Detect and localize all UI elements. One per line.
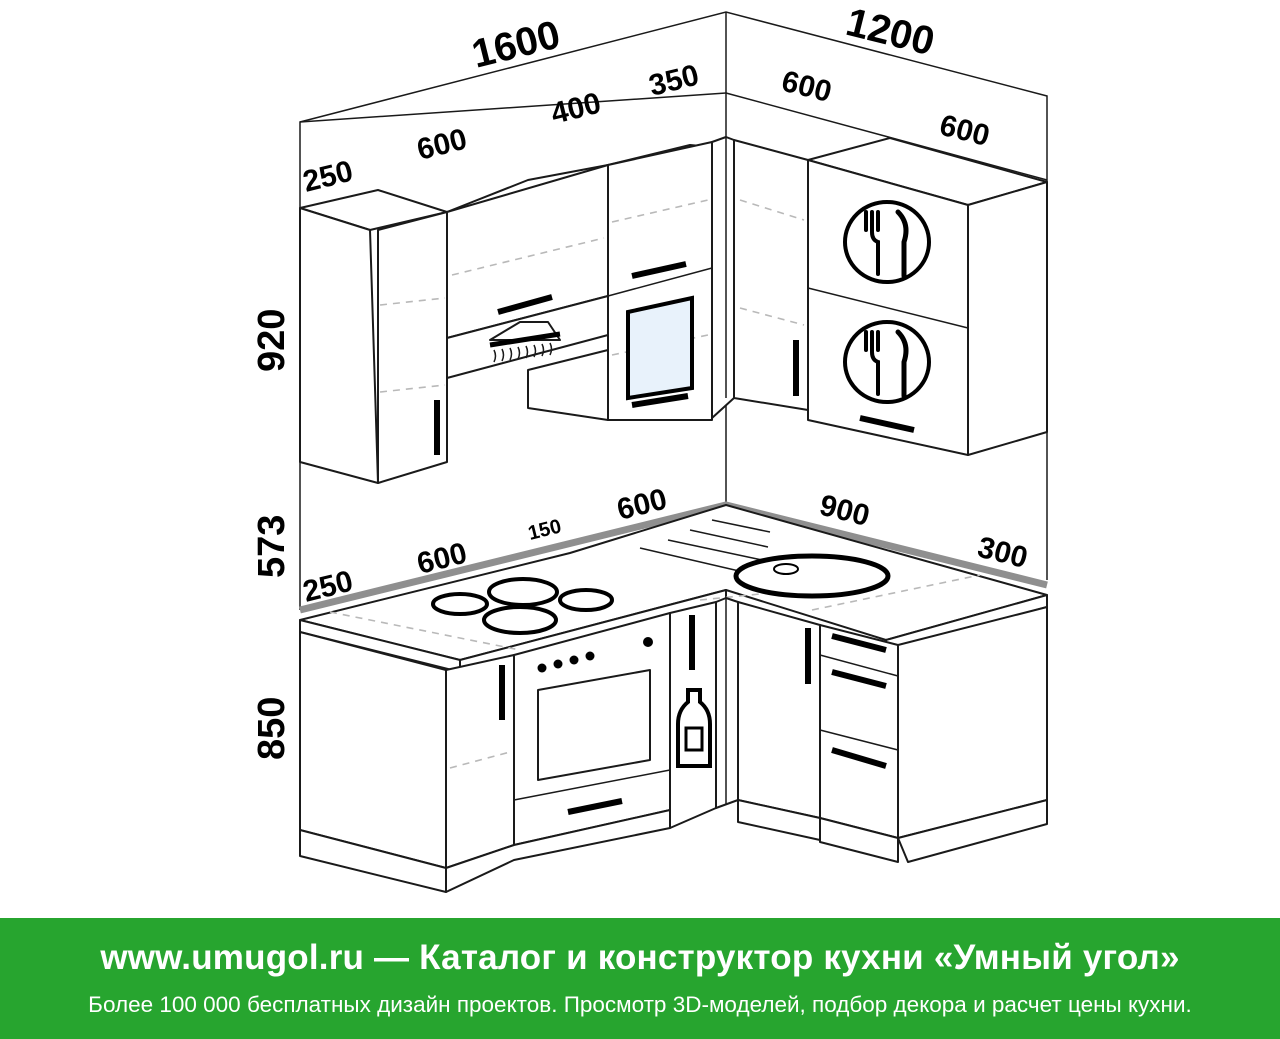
cutlery-icon	[843, 200, 931, 284]
base-corner-filler	[715, 597, 739, 809]
kitchen-diagram: 1600 1200 250 600 400 350 600 600 920 57…	[251, 0, 1048, 893]
countertop	[299, 504, 1048, 673]
dim-height-gap: 573	[251, 515, 293, 578]
dim-upper-600: 600	[414, 123, 471, 167]
dim-upper-right-600-b: 600	[936, 109, 993, 153]
dim-base-600-a: 600	[414, 537, 471, 581]
cooktop	[431, 577, 614, 635]
dim-upper-250: 250	[300, 155, 357, 199]
base-cabinet-right	[737, 601, 821, 841]
upper-cabinet-right-a	[733, 139, 809, 411]
dim-base-150: 150	[526, 515, 564, 544]
sink	[733, 553, 891, 599]
cutlery-icon	[843, 320, 931, 404]
dim-right-wall-total: 1200	[842, 0, 939, 64]
banner-subtitle: Более 100 000 бесплатных дизайн проектов…	[88, 992, 1192, 1017]
promo-banner: www.umugol.ru — Каталог и конструктор ку…	[0, 918, 1280, 1039]
oven-cabinet	[445, 612, 671, 893]
upper-cabinet-right-b	[807, 137, 1048, 456]
dim-height-base: 850	[251, 697, 293, 760]
upper-cabinet-hood	[446, 164, 609, 421]
bottle-rack	[669, 601, 717, 829]
dim-left-wall-total: 1600	[468, 13, 565, 77]
dim-upper-right-600-a: 600	[778, 65, 835, 109]
dim-upper-400: 400	[548, 87, 605, 131]
dim-upper-350: 350	[646, 59, 703, 103]
base-cabinet-left	[299, 631, 515, 893]
banner-title[interactable]: www.umugol.ru — Каталог и конструктор ку…	[100, 938, 1180, 977]
upper-cabinet-glass	[607, 141, 713, 421]
drawer-cabinet	[819, 606, 1048, 863]
upper-corner-filler	[711, 136, 735, 419]
dim-base-250: 250	[300, 565, 357, 609]
bottle-icon	[676, 688, 712, 768]
dim-height-upper: 920	[251, 309, 293, 372]
upper-cabinet-left	[299, 189, 448, 484]
